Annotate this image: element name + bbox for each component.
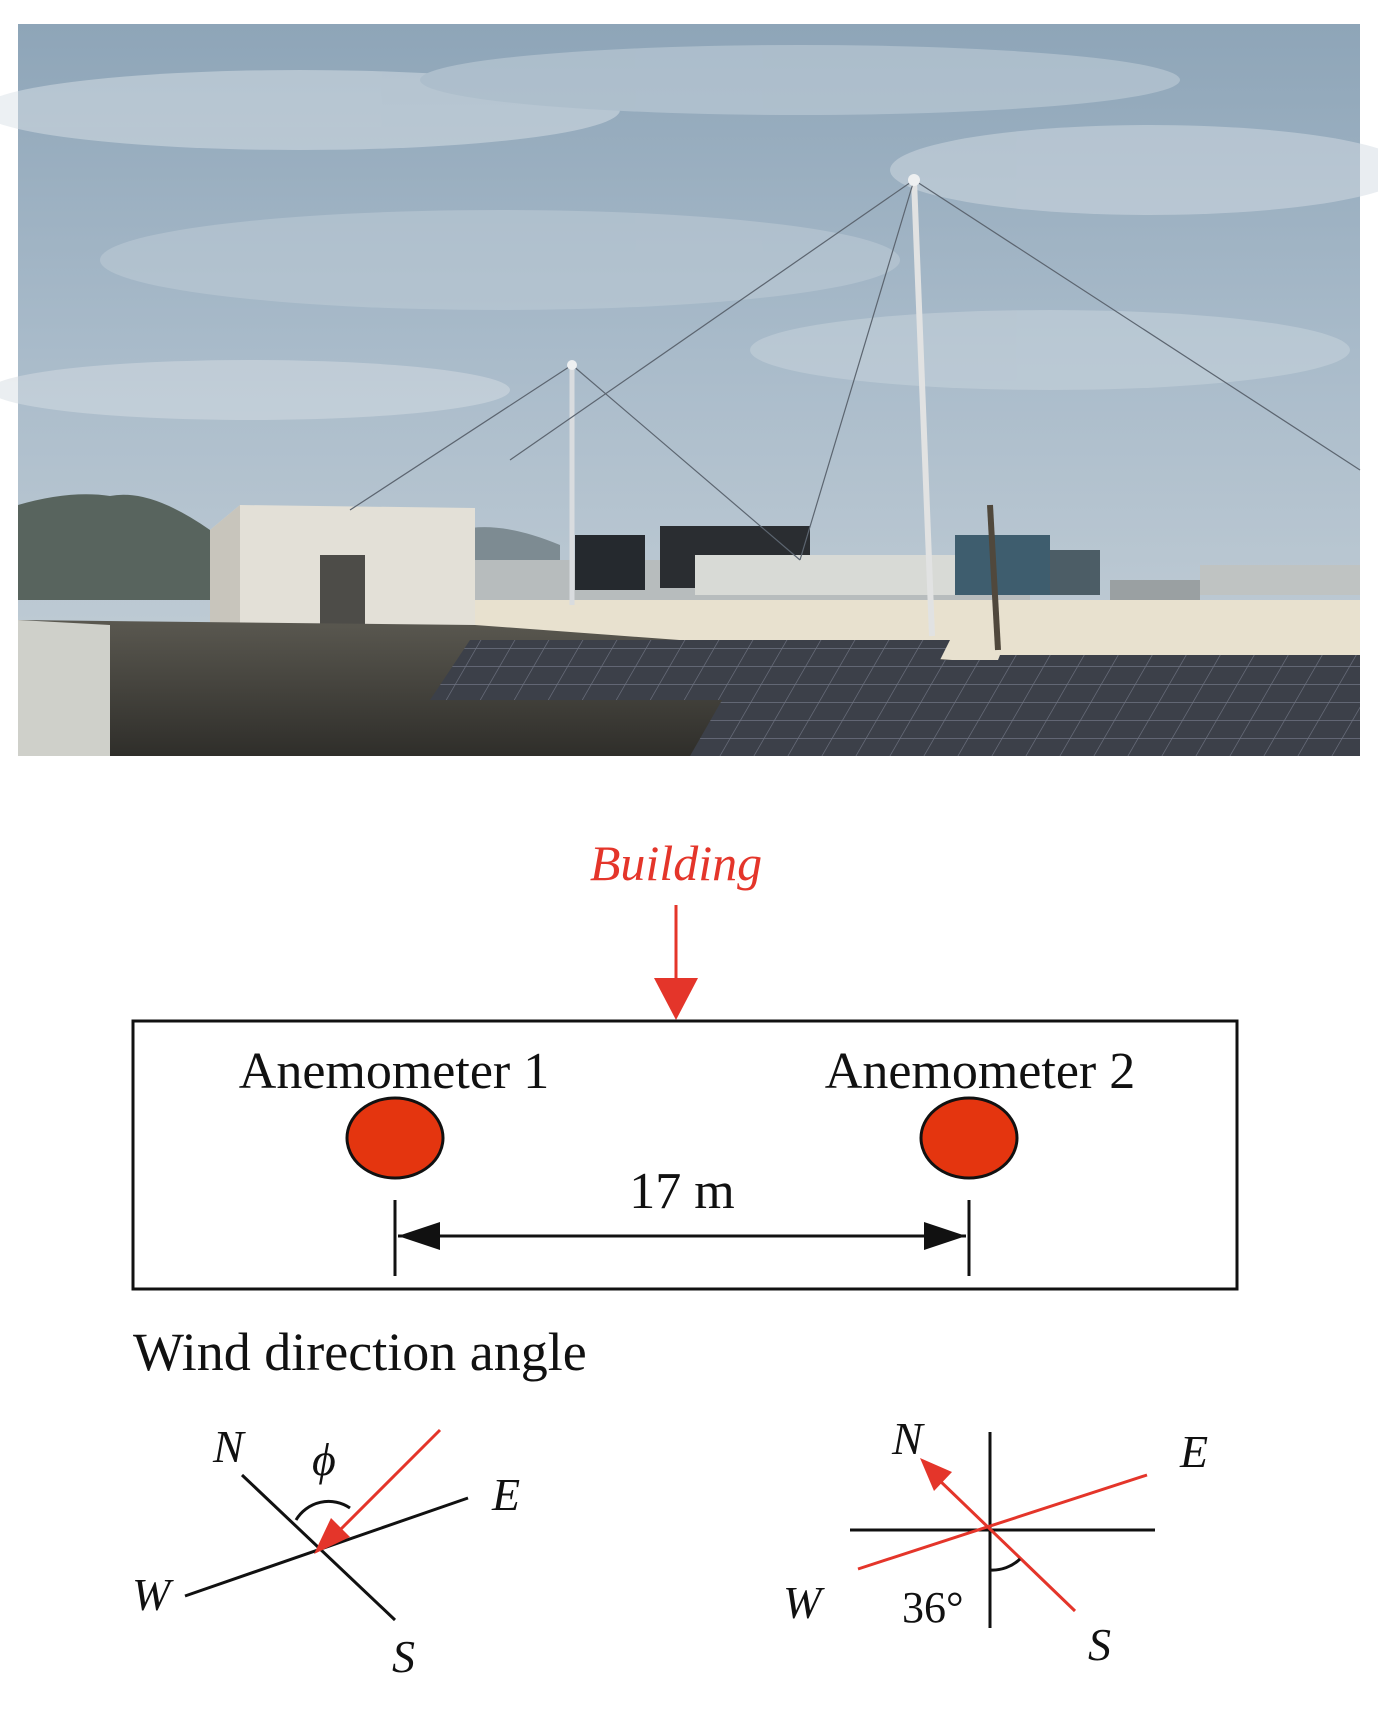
building-label: Building [590, 835, 762, 891]
hill [18, 494, 210, 600]
anemometer-2-label: Anemometer 2 [825, 1043, 1135, 1100]
right-compass: N E S W 36° [783, 1413, 1208, 1670]
angle-label: 36° [902, 1583, 964, 1632]
building-layout-diagram: Building Anemometer 1 Anemometer 2 17 m [131, 835, 1239, 1291]
solar-panels [430, 640, 1360, 756]
angle-arc [989, 1557, 1022, 1572]
wind-arrow-head [314, 1518, 350, 1554]
anemometer-1-marker [345, 1096, 445, 1180]
distance-label: 17 m [629, 1163, 734, 1220]
rotated-west-east-axis [857, 1473, 1148, 1571]
distant-buildings [470, 526, 1360, 600]
dimension-arrow-right [924, 1222, 966, 1250]
rooftop-photo [0, 24, 1378, 756]
left-n-label: N [212, 1421, 246, 1472]
clouds [0, 45, 1378, 420]
wind-direction-title: Wind direction angle [133, 1322, 587, 1382]
left-compass: N E S W ϕ [132, 1421, 520, 1682]
rotated-north-south-axis [935, 1476, 1077, 1613]
building-outline [131, 1019, 1239, 1291]
rooftop-hut [210, 505, 475, 628]
right-n-label: N [891, 1413, 925, 1464]
right-w-label: W [783, 1577, 825, 1628]
anemometer-2-marker [919, 1096, 1019, 1180]
dimension-arrow-left [398, 1222, 440, 1250]
wind-arrow-shaft [338, 1428, 442, 1532]
phi-arc [294, 1499, 351, 1521]
north-arrow-head [920, 1458, 952, 1491]
left-e-label: E [491, 1469, 520, 1520]
building-arrow-head [654, 978, 698, 1020]
anemometer-1-label: Anemometer 1 [239, 1043, 549, 1100]
anemometer-masts [349, 174, 1361, 651]
phi-label: ϕ [312, 1434, 336, 1485]
left-s-label: S [392, 1631, 415, 1682]
right-e-label: E [1179, 1426, 1208, 1477]
left-w-label: W [132, 1569, 174, 1620]
right-s-label: S [1088, 1619, 1111, 1670]
